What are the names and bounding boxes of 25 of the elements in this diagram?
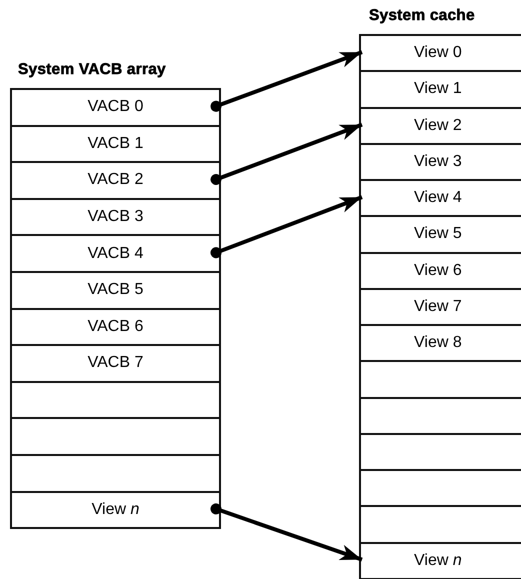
slot-label: View 4	[414, 189, 462, 208]
slot-label: VACB 0	[88, 98, 144, 116]
slot-label: View 1	[414, 80, 462, 98]
slot-label: VACB 3	[88, 208, 144, 226]
pointer-arrow	[210, 195, 363, 258]
pointer-arrow	[210, 50, 363, 112]
array-heading: System cache	[369, 7, 475, 25]
array-heading: System VACB array	[18, 61, 166, 79]
pointer-arrow	[210, 122, 363, 185]
slot-label: VACB 2	[88, 171, 144, 190]
slot-label: VACB 6	[88, 318, 144, 336]
slot-label: VACB 1	[88, 134, 144, 153]
slot-label: View 6	[414, 262, 462, 280]
slot-label: View 2	[414, 116, 462, 135]
slot-label: View 3	[414, 152, 462, 171]
slot-label: View n	[414, 552, 462, 570]
slot-label: VACB 4	[88, 244, 144, 263]
pointer-arrow	[210, 503, 363, 562]
slot-label: View 8	[414, 334, 462, 352]
slot-label: View 0	[414, 44, 462, 62]
slot-label: View n	[92, 500, 140, 519]
slot-label: VACB 5	[88, 281, 144, 300]
slot-label: View 7	[414, 298, 462, 316]
slot-label: VACB 7	[88, 354, 144, 372]
slot-label: View 5	[414, 225, 462, 244]
